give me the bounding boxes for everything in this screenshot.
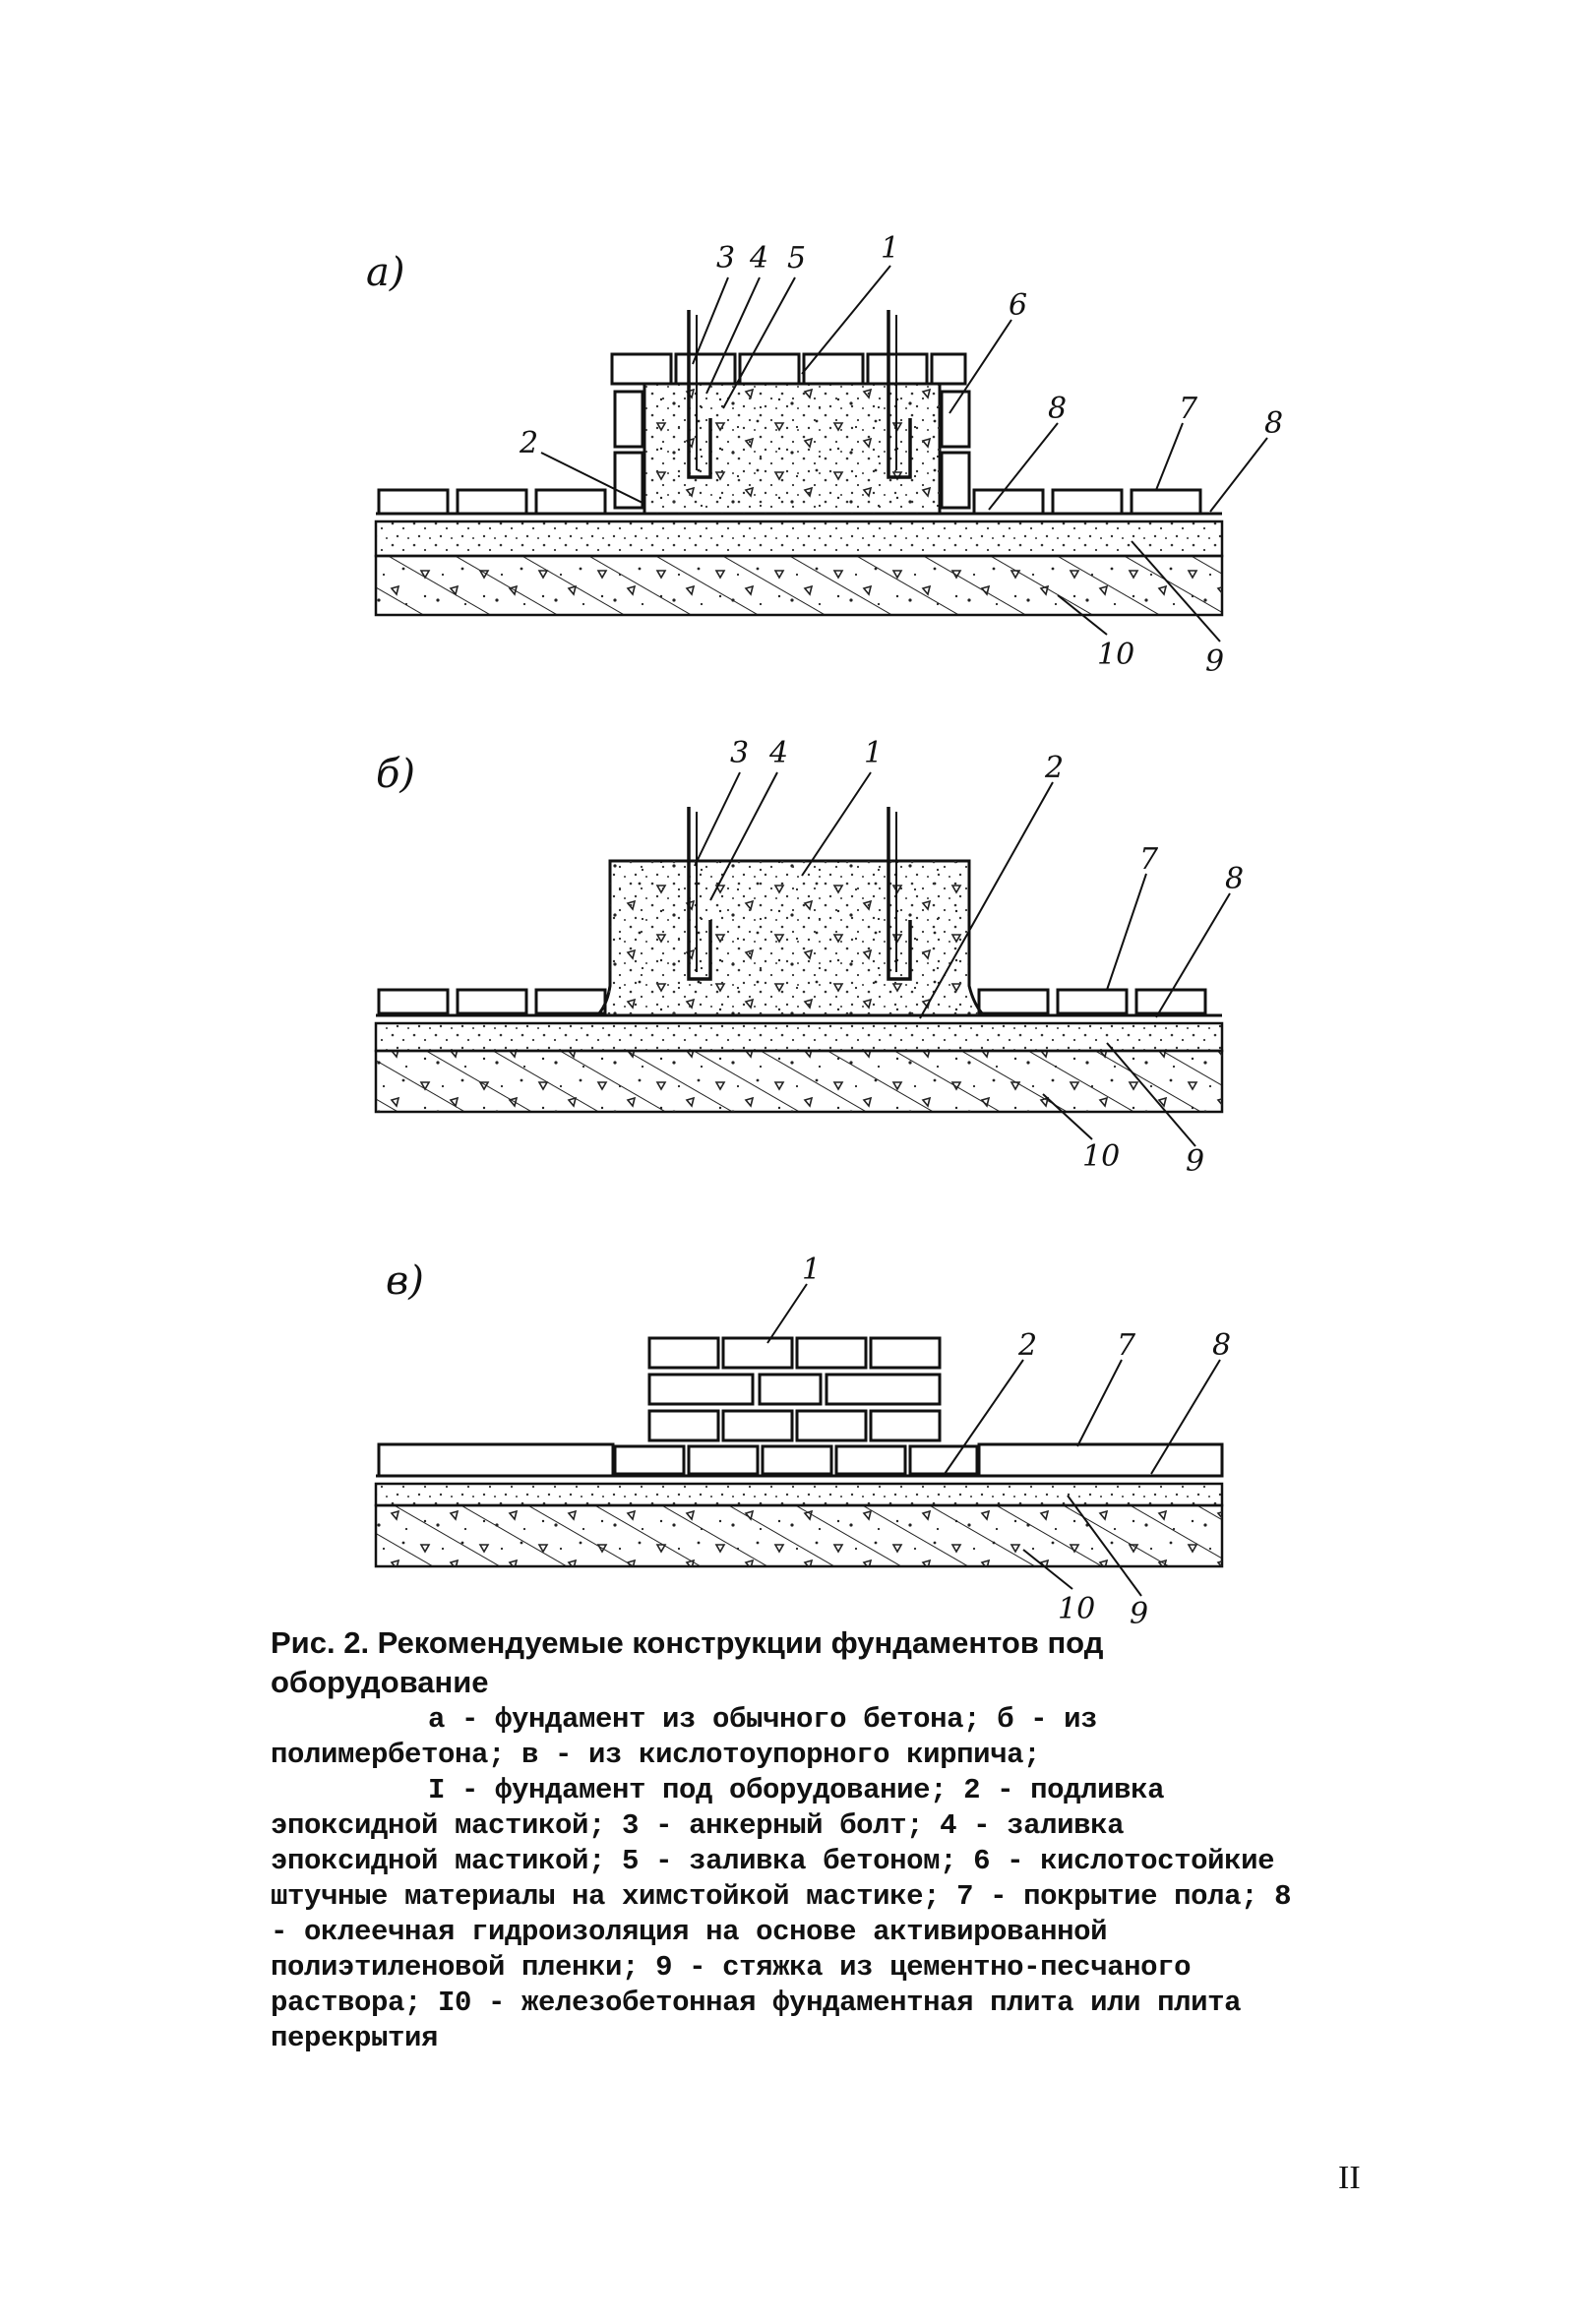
callout-c-2: 2 (1017, 1328, 1037, 1363)
panel-c-label: в) (386, 1258, 424, 1304)
figure-panel-c: в) 1 2 7 (0, 1240, 1592, 1633)
acid-resistant-brick-foundation (613, 1336, 979, 1476)
callout-leaders-a (540, 265, 1268, 642)
page-number: II (1338, 2160, 1361, 2196)
callouts-a: 3 4 5 1 6 2 8 7 8 10 9 (519, 231, 1283, 679)
callout-a-7: 7 (1179, 392, 1198, 426)
callout-a-10: 10 (1097, 638, 1134, 672)
callout-b-4: 4 (768, 736, 788, 770)
figure-caption: Рис. 2. Рекомендуемые конструкции фундам… (271, 1623, 1299, 2056)
callout-c-10: 10 (1058, 1592, 1095, 1626)
callout-a-3: 3 (716, 241, 735, 275)
callouts-c: 1 2 7 8 10 9 (802, 1253, 1231, 1631)
callout-b-8: 8 (1225, 862, 1244, 896)
callout-c-8: 8 (1212, 1328, 1231, 1363)
callout-c-1: 1 (802, 1253, 821, 1287)
screed-layer (374, 1482, 1224, 1507)
callout-a-8: 8 (1048, 392, 1067, 426)
callout-a-8b: 8 (1264, 406, 1283, 441)
figure-panel-a: а) (0, 216, 1592, 689)
callout-b-9: 9 (1186, 1144, 1204, 1179)
callout-b-1: 1 (864, 736, 883, 770)
callout-a-4: 4 (749, 241, 768, 275)
panel-a-label: а) (366, 250, 404, 295)
callout-a-1: 1 (881, 231, 899, 266)
callout-b-2: 2 (1044, 751, 1064, 785)
callout-b-10: 10 (1082, 1139, 1120, 1174)
floor-tiles-left (377, 488, 607, 516)
figure-panel-b: б) (0, 728, 1592, 1191)
caption-legend: I - фундамент под оборудование; 2 - подл… (271, 1774, 1292, 2054)
caption-variants: а - фундамент из обычного бетона; б - из… (271, 1703, 1098, 1771)
caption-title: Рис. 2. Рекомендуемые конструкции фундам… (271, 1625, 1104, 1699)
callout-a-5: 5 (787, 241, 806, 275)
screed-layer (374, 520, 1224, 558)
callout-leaders-b (694, 771, 1231, 1147)
callout-b-3: 3 (730, 736, 749, 770)
floor-covering (377, 1442, 1224, 1478)
screed-layer (374, 1021, 1224, 1053)
callout-b-7: 7 (1139, 842, 1159, 877)
floor-tiles-right (972, 488, 1202, 516)
callouts-b: 3 4 1 2 7 8 10 9 (730, 736, 1244, 1179)
anchor-bolts (687, 310, 912, 479)
floor-tiles-left (377, 988, 607, 1015)
callout-a-9: 9 (1205, 644, 1224, 679)
callout-a-2: 2 (519, 426, 538, 460)
callout-a-6: 6 (1009, 288, 1027, 323)
callout-leaders-c (766, 1283, 1221, 1597)
floor-tiles-right (977, 988, 1207, 1015)
callout-c-9: 9 (1130, 1597, 1148, 1631)
acid-resistant-bricks (610, 352, 971, 510)
callout-c-7: 7 (1117, 1328, 1136, 1363)
anchor-bolts (687, 807, 912, 981)
panel-b-label: б) (376, 752, 415, 797)
